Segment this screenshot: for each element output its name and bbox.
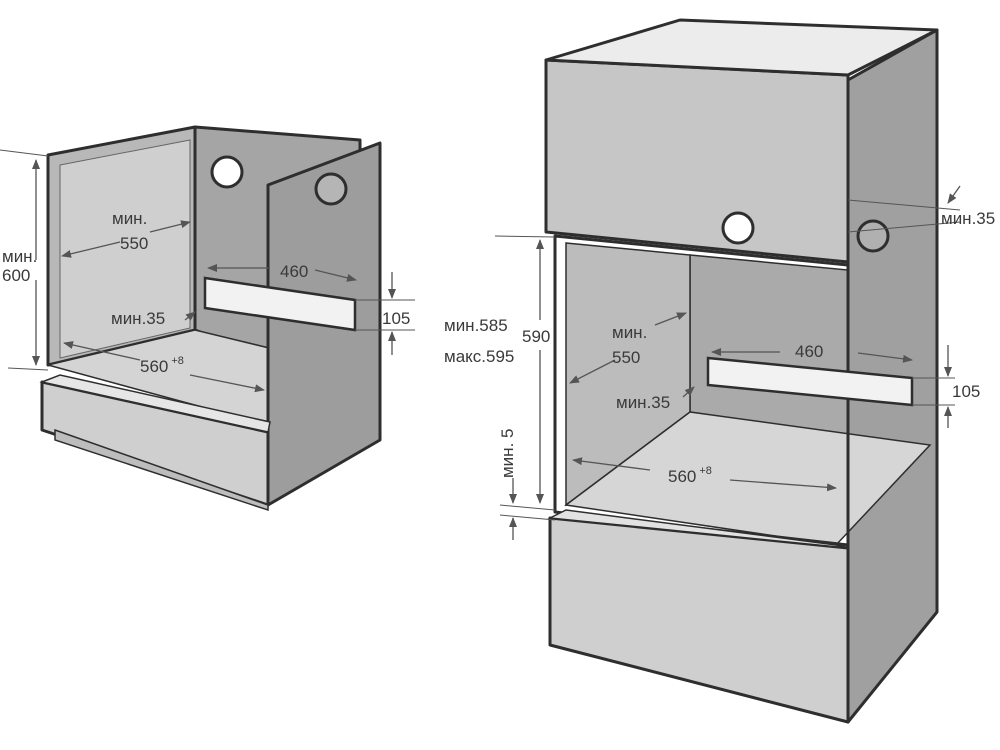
left-vent-width: 460 — [280, 262, 308, 281]
left-cabinet — [39, 125, 382, 512]
right-vent-width: 460 — [795, 342, 823, 361]
right-opening-min: мин.585 — [444, 316, 508, 335]
left-width-label: мин. — [112, 209, 147, 228]
right-dimensions — [494, 185, 961, 540]
right-niche-back — [689, 254, 849, 436]
left-inner-width-tolerance: +8 — [171, 355, 184, 367]
right-vent-height: 105 — [952, 382, 980, 401]
right-opening-max: макс.595 — [444, 347, 514, 366]
right-niche-floor — [564, 411, 932, 546]
right-depth-label: мин. — [612, 323, 647, 342]
right-top-box-top — [544, 18, 939, 77]
right-vent-hole-1 — [721, 211, 755, 245]
left-inner-width-value: 560 — [140, 357, 168, 376]
left-vent-hole-2 — [314, 172, 348, 206]
left-dimensions — [0, 149, 415, 393]
right-opening-height: 590 — [522, 327, 550, 346]
right-inner-width: 560+8 — [668, 465, 712, 486]
right-cabinet — [544, 18, 939, 724]
right-inner-width-tolerance: +8 — [699, 465, 712, 477]
left-vent-height: 105 — [382, 309, 410, 328]
right-bottom-cabinet — [548, 516, 850, 724]
left-height-label: мин. — [2, 247, 37, 266]
left-inner-width: 560+8 — [140, 355, 184, 376]
right-top-box-front — [544, 58, 850, 264]
left-vent-hole-1 — [210, 155, 244, 189]
left-height-value: 600 — [2, 266, 30, 285]
left-side-gap: мин.35 — [111, 309, 165, 328]
right-top-gap: мин.35 — [941, 209, 995, 228]
left-width-value: 550 — [120, 234, 148, 253]
right-side-gap: мин.35 — [616, 393, 670, 412]
right-inner-width-value: 560 — [668, 467, 696, 486]
right-bottom-gap: мин. 5 — [498, 429, 517, 478]
right-depth-value: 550 — [612, 348, 640, 367]
right-vent-hole-2 — [856, 219, 890, 253]
